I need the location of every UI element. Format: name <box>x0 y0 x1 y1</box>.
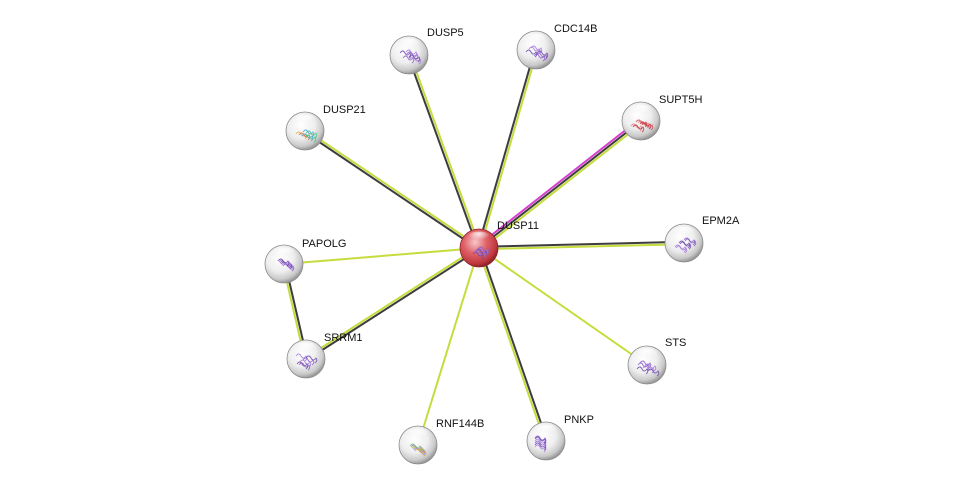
node-dusp5[interactable]: DUSP5 <box>389 27 464 75</box>
edge-DUSP11-PAPOLG[interactable] <box>283 247 480 265</box>
node-highlight <box>629 104 653 117</box>
node-label: SUPT5H <box>659 94 702 106</box>
edge-DUSP11-CDC14B[interactable] <box>476 49 539 249</box>
edge-DUSP11-EPM2A[interactable] <box>478 240 685 251</box>
edge-line-textmining <box>283 247 480 265</box>
node-epm2a[interactable]: EPM2A <box>664 215 740 263</box>
node-dusp11[interactable]: DUSP11 <box>459 220 539 268</box>
edge-line-coexpression <box>478 120 642 249</box>
node-label: SRRM1 <box>324 332 363 344</box>
node-highlight <box>406 428 430 441</box>
edge-DUSP11-SRRM1[interactable] <box>304 246 481 361</box>
node-highlight <box>524 33 548 46</box>
edge-line-coexpression <box>303 131 479 250</box>
node-label: PAPOLG <box>302 238 346 250</box>
node-highlight <box>294 342 318 355</box>
edge-line-coexpression <box>476 49 536 248</box>
edge-line-textmining <box>476 248 546 442</box>
node-highlight <box>272 247 296 260</box>
edge-DUSP11-STS[interactable] <box>478 247 648 366</box>
node-highlight <box>397 38 421 51</box>
node-dusp21[interactable]: DUSP21 <box>285 104 366 151</box>
edge-DUSP11-DUSP21[interactable] <box>303 129 481 250</box>
node-papolg[interactable]: PAPOLG <box>264 238 346 284</box>
edge-line-textmining <box>478 247 648 366</box>
edge-line-textmining <box>304 246 479 359</box>
node-label: RNF144B <box>436 418 484 430</box>
edges-layer <box>281 49 685 446</box>
node-highlight <box>293 114 317 127</box>
edge-DUSP11-PNKP[interactable] <box>476 247 549 442</box>
purple-structure-icon <box>295 353 318 371</box>
node-pnkp[interactable]: PNKP <box>526 414 594 461</box>
rainbow-structure-icon <box>295 129 318 143</box>
purple-structure-icon <box>472 246 490 260</box>
edge-DUSP11-RNF144B[interactable] <box>417 247 480 446</box>
node-label: DUSP11 <box>497 220 539 232</box>
node-rnf144b[interactable]: RNF144B <box>398 418 484 465</box>
edge-line-textmining <box>305 129 481 248</box>
edge-line-textmining <box>479 243 685 251</box>
node-sts[interactable]: STS <box>627 337 686 385</box>
purple-structure-icon <box>534 435 547 453</box>
node-highlight <box>672 226 696 239</box>
edge-line-textmining <box>479 122 644 251</box>
node-label: EPM2A <box>702 215 740 227</box>
edge-line-coexpression <box>406 55 479 249</box>
edge-line-experiments <box>476 118 641 247</box>
green-structure-icon <box>409 443 427 457</box>
node-cdc14b[interactable]: CDC14B <box>516 23 597 70</box>
edge-line-coexpression <box>478 240 684 248</box>
edge-DUSP11-DUSP5[interactable] <box>406 54 482 249</box>
node-highlight <box>635 348 659 361</box>
edge-line-textmining <box>409 54 482 248</box>
node-highlight <box>467 231 491 244</box>
purple-structure-icon <box>636 360 660 377</box>
edge-line-textmining <box>479 50 539 249</box>
node-label: STS <box>665 337 686 349</box>
node-srrm1[interactable]: SRRM1 <box>286 332 363 379</box>
edge-line-textmining <box>417 247 480 446</box>
red-structure-icon <box>630 119 654 133</box>
edge-line-coexpression <box>479 247 549 441</box>
node-supt5h[interactable]: SUPT5H <box>621 94 702 141</box>
edge-DUSP11-SUPT5H[interactable] <box>476 118 644 251</box>
purple-structure-icon <box>525 45 549 62</box>
node-highlight <box>534 424 558 437</box>
node-label: PNKP <box>564 414 594 426</box>
node-label: CDC14B <box>554 23 597 35</box>
edge-line-coexpression <box>306 248 481 361</box>
node-label: DUSP21 <box>323 104 366 116</box>
node-label: DUSP5 <box>427 27 464 39</box>
